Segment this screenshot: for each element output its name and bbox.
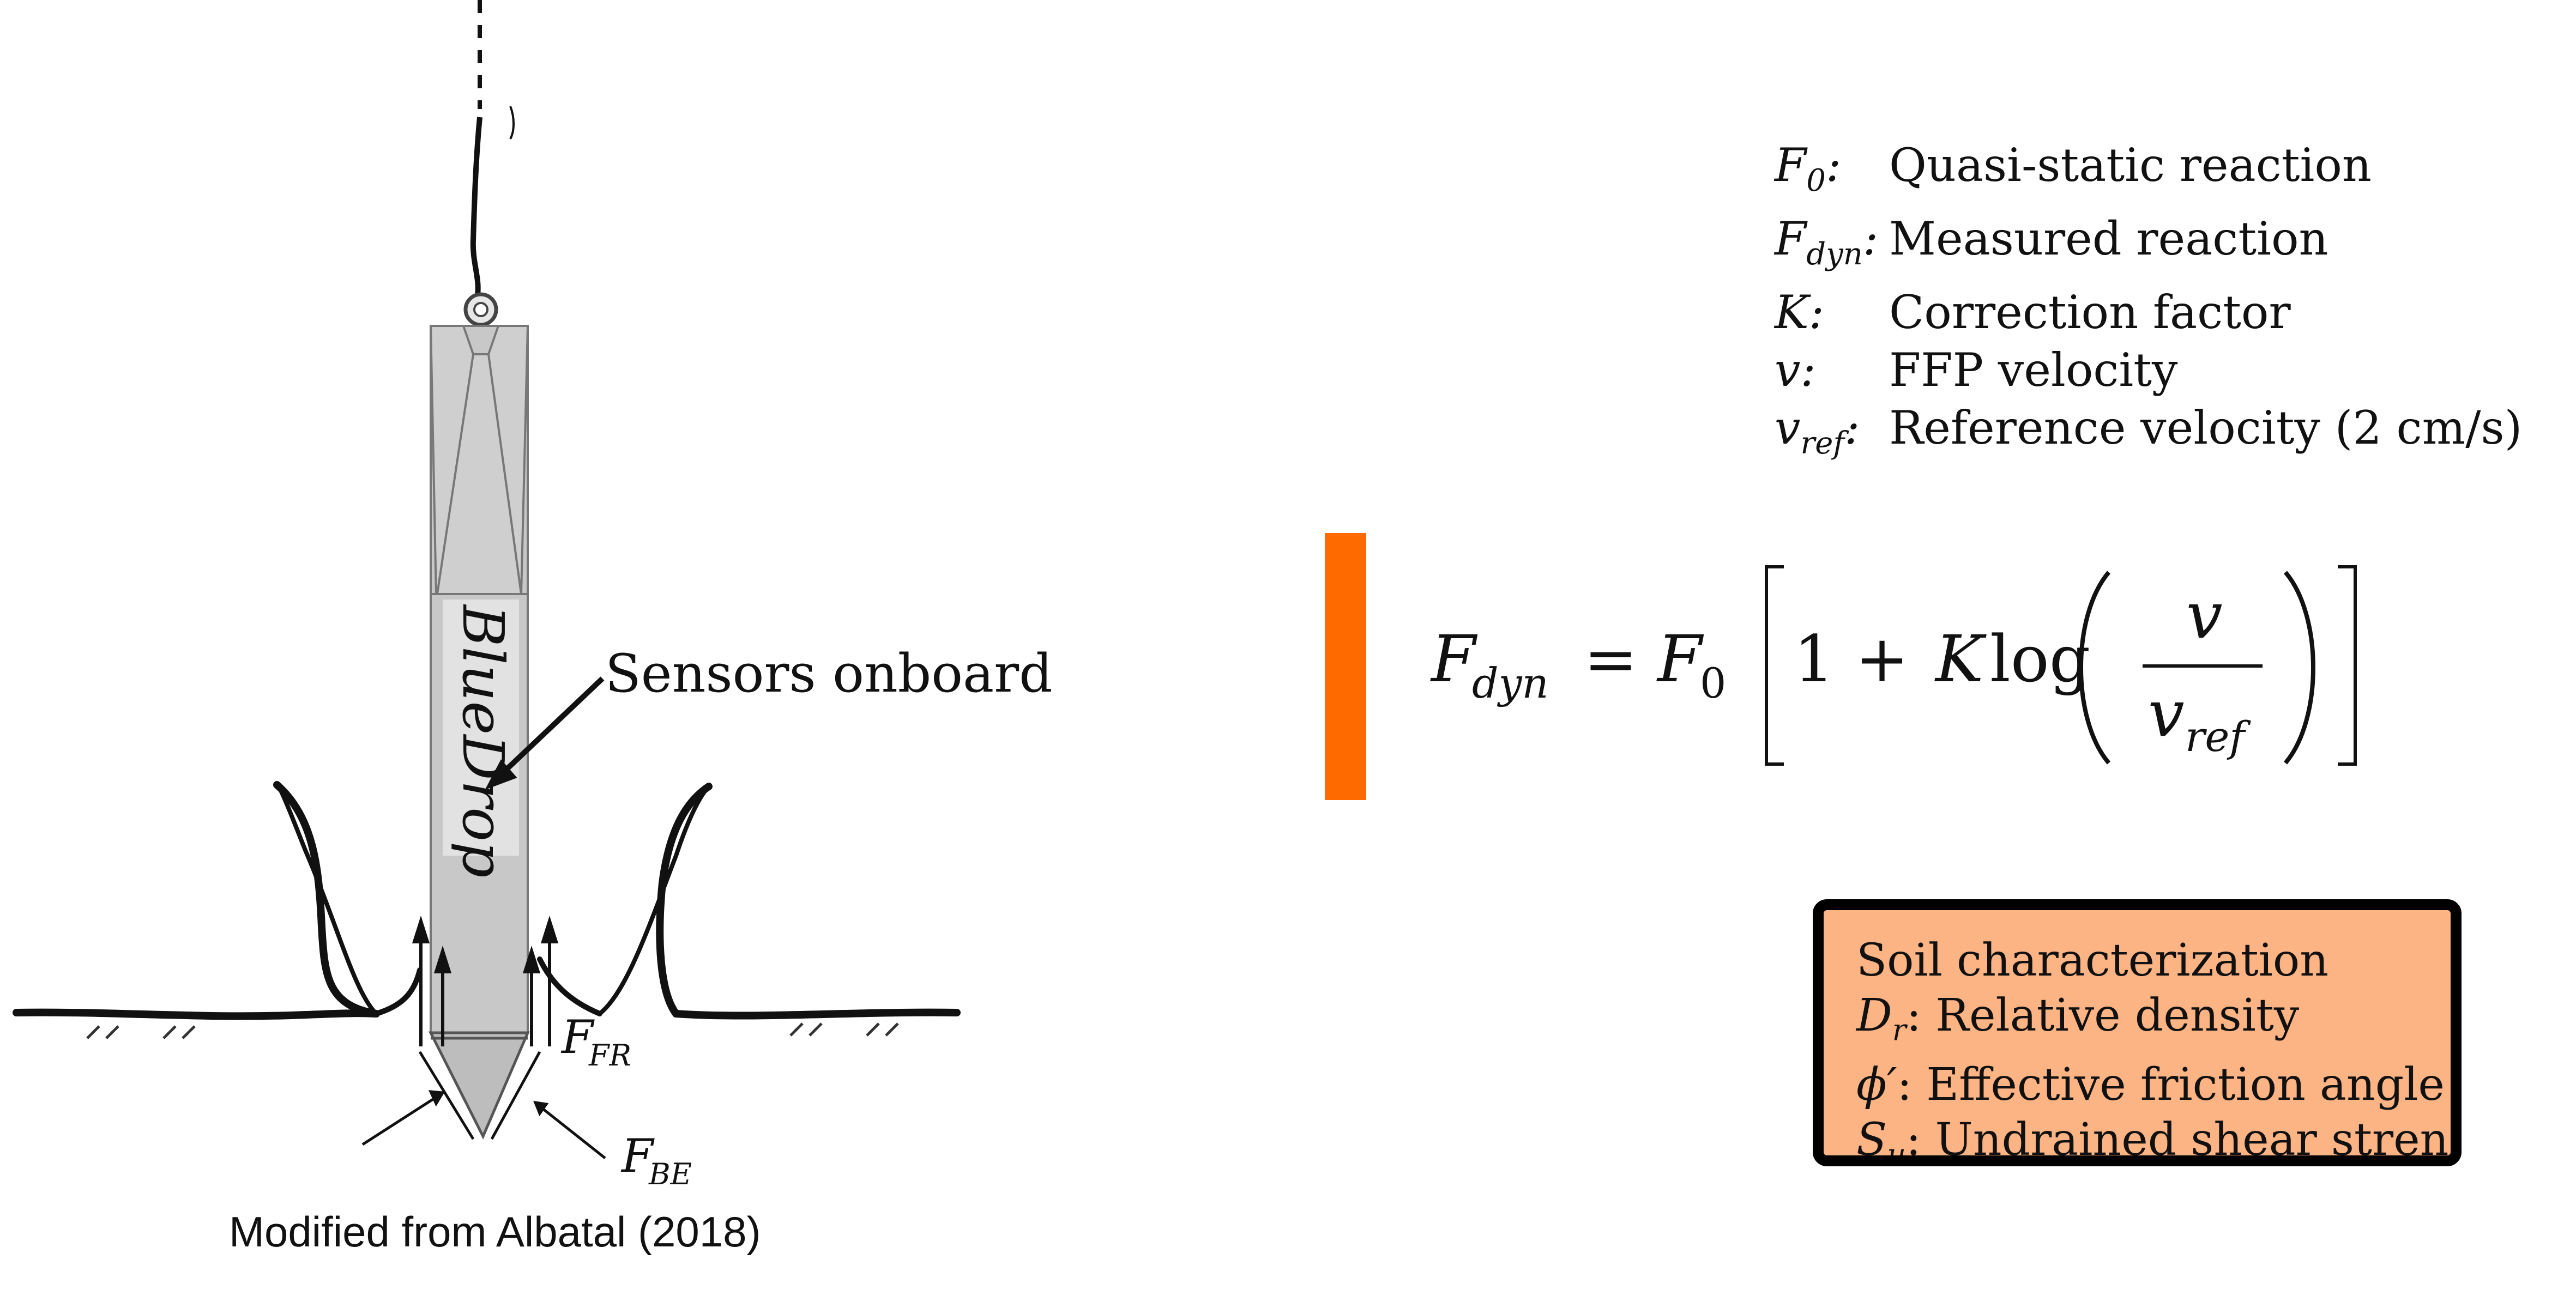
equation-text: F dyn = F 0 1 + K log v v ref bbox=[1430, 578, 2251, 761]
svg-text:F: F bbox=[560, 1010, 595, 1064]
svg-text:dyn: dyn bbox=[1472, 659, 1549, 707]
soil-row-phi: ϕ′: Effective friction angle bbox=[1856, 1059, 2445, 1111]
soil-row-su: Su: Undrained shear strength bbox=[1856, 1114, 2451, 1166]
legend-definition: FFP velocity bbox=[1889, 343, 2178, 397]
svg-text:v: v bbox=[2186, 578, 2223, 653]
sensors-callout: Sensors onboard bbox=[605, 643, 1053, 704]
legend-definition: Correction factor bbox=[1889, 285, 2291, 339]
legend-row-k: K: Correction factor bbox=[1775, 283, 2522, 341]
svg-text:BE: BE bbox=[648, 1157, 692, 1191]
bearing-arrows bbox=[361, 1051, 606, 1159]
svg-text:0: 0 bbox=[1700, 659, 1726, 707]
probe-body bbox=[428, 325, 530, 1140]
legend-definition: Quasi-static reaction bbox=[1889, 138, 2372, 192]
legend-symbol: Fdyn: bbox=[1775, 211, 1879, 272]
svg-text:ref: ref bbox=[2185, 712, 2251, 761]
svg-text:F: F bbox=[620, 1129, 655, 1183]
legend-definition: Measured reaction bbox=[1889, 211, 2328, 265]
legend-row-f0: F0: Quasi-static reaction bbox=[1775, 136, 2522, 210]
equation-brackets bbox=[1765, 565, 2357, 766]
soil-characterization-box: Soil characterization Dr: Relative densi… bbox=[1813, 899, 2462, 1166]
force-friction-label: F FR bbox=[560, 1010, 631, 1073]
legend-symbol: v: bbox=[1775, 343, 1816, 397]
soil-surface bbox=[13, 781, 961, 1020]
legend-row-v: v: FFP velocity bbox=[1775, 341, 2522, 399]
ground-hatching bbox=[86, 1022, 899, 1039]
svg-text:=: = bbox=[1584, 621, 1638, 697]
svg-text:v: v bbox=[2148, 676, 2185, 751]
legend-row-fdyn: Fdyn: Measured reaction bbox=[1775, 210, 2522, 283]
legend-definition: Reference velocity (2 cm/s) bbox=[1889, 401, 2523, 455]
svg-text:F: F bbox=[1656, 621, 1704, 697]
attachment-ring bbox=[463, 292, 498, 327]
friction-arrows bbox=[412, 916, 559, 1046]
svg-text:K: K bbox=[1934, 621, 1987, 697]
soil-box-title: Soil characterization bbox=[1856, 935, 2329, 986]
legend-symbol: K: bbox=[1775, 285, 1825, 339]
force-bearing-label: F BE bbox=[620, 1129, 692, 1191]
callout-arrow bbox=[485, 676, 605, 790]
svg-text:F: F bbox=[1430, 621, 1478, 697]
probe-brand-label: BlueDrop bbox=[450, 604, 516, 878]
legend-symbol: vref: bbox=[1775, 401, 1860, 461]
figure-caption: Modified from Albatal (2018) bbox=[229, 1208, 761, 1256]
legend-symbol: F0: bbox=[1775, 138, 1842, 198]
tether bbox=[470, 0, 515, 295]
legend-row-vref: vref: Reference velocity (2 cm/s) bbox=[1775, 399, 2522, 473]
soil-row-dr: Dr: Relative density bbox=[1856, 990, 2300, 1047]
accent-bar bbox=[1325, 533, 1366, 800]
svg-text:1 +: 1 + bbox=[1794, 621, 1909, 697]
svg-text:log: log bbox=[1990, 621, 2090, 697]
svg-text:FR: FR bbox=[588, 1038, 631, 1073]
symbol-legend: F0: Quasi-static reaction Fdyn: Measured… bbox=[1775, 136, 2522, 472]
